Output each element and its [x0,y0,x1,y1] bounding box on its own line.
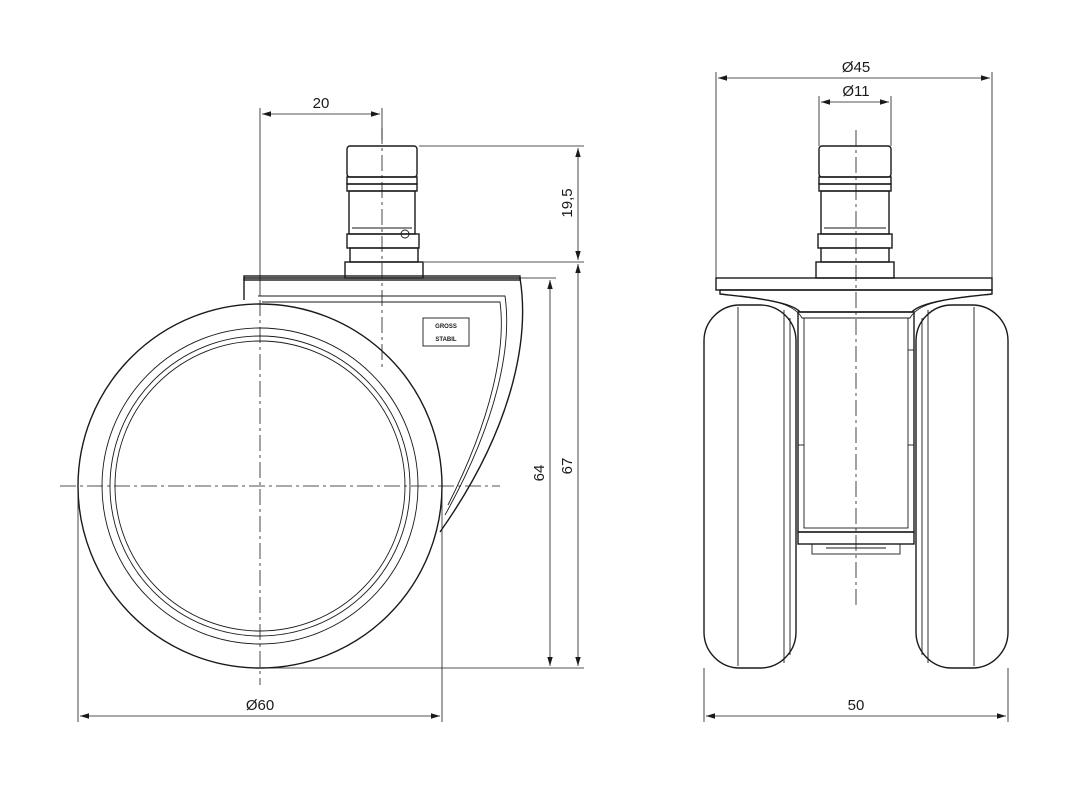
logo-line1: GROSS [435,324,457,330]
front-right-wheel [915,304,1009,669]
dim-plate-diameter: Ø45 [842,59,870,76]
side-dimensions: 20 19,5 64 67 Ø60 [77,95,584,722]
brand-logo: GROSS STABIL [422,317,470,347]
front-stem [815,145,895,279]
dim-stem-height: 19,5 [559,188,576,217]
dim-stem-diameter: Ø11 [842,83,869,100]
front-left-wheel [703,304,797,669]
side-stem [344,145,424,279]
dim-wheel-height: 64 [531,465,548,482]
dim-side-width: 20 [313,95,330,112]
dim-total-height: 67 [559,458,576,475]
side-housing [243,277,524,533]
dim-wheel-diameter: Ø60 [246,697,274,714]
front-view [703,130,1009,669]
side-view: GROSS STABIL [60,128,524,685]
dim-total-width: 50 [848,697,865,714]
logo-line2: STABIL [435,337,457,343]
front-dimensions: Ø45 Ø11 50 [703,59,1009,722]
front-mount-plate [715,277,993,291]
